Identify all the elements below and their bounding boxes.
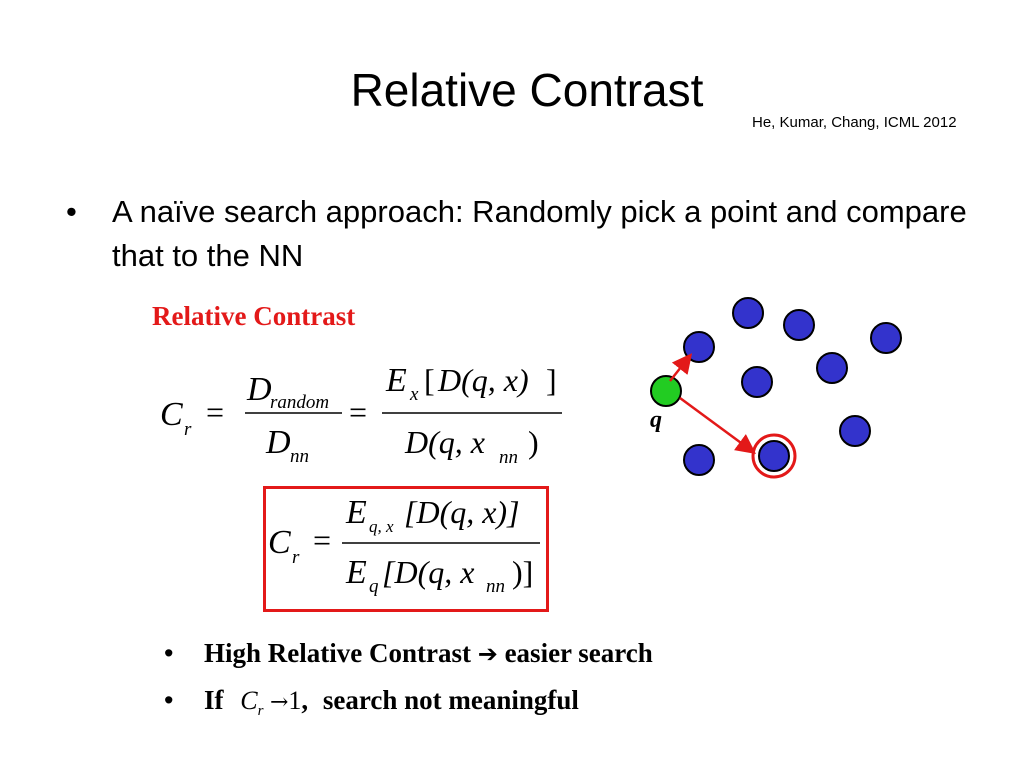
inline-arrow: →: [269, 690, 289, 715]
relative-contrast-label: Relative Contrast: [152, 301, 356, 331]
point-nn: [758, 440, 790, 472]
bullet-dot: •: [164, 685, 174, 715]
f1-dqx: D(q, x): [437, 362, 529, 398]
bullet-dot: •: [66, 194, 77, 229]
f2-top: [D(q, x)]: [404, 494, 520, 530]
f1-c-sub: r: [184, 419, 192, 440]
inline-formula: Cr →1: [240, 686, 302, 719]
inline-comma: ,: [301, 685, 309, 715]
sub-bullet-1: • High Relative Contrast ➔ easier search: [164, 638, 804, 672]
f1-lbr: [: [424, 362, 435, 398]
inline-one: 1: [288, 686, 302, 715]
f1-dqxnn-a: D(q, x: [404, 424, 485, 460]
slide-title: Relative Contrast: [350, 64, 704, 116]
sub-bullet-2-text-b: search not meaningful: [322, 685, 579, 715]
f1-d-top: D: [246, 371, 272, 408]
sub-bullet-1-text-b: easier search: [504, 638, 653, 668]
citation: He, Kumar, Chang, ICML 2012: [752, 114, 957, 131]
f1-dqxnn-nn: nn: [499, 447, 518, 468]
arrow-to-nn: [679, 396, 757, 454]
bullet-dot: •: [164, 638, 174, 668]
f1-random-sub: random: [270, 392, 329, 413]
nn-diagram: q: [650, 297, 902, 479]
nn-highlight-ring: [751, 433, 797, 479]
main-bullet: • A naïve search approach: Randomly pick…: [66, 190, 996, 280]
f1-eq2: =: [349, 394, 367, 430]
inline-r: r: [257, 703, 264, 720]
formula-2-box: [263, 486, 549, 612]
f1-e: E: [385, 362, 407, 399]
query-point: [650, 375, 682, 407]
inline-c: C: [240, 686, 258, 715]
sub-bullet-2: • If Cr →1, search not meaningful: [164, 685, 724, 725]
formula-2: C r = E q, x [D(q, x)] E q [D(q, x nn )]: [268, 494, 540, 597]
q-label: q: [650, 407, 662, 433]
point-8: [683, 444, 715, 476]
point-2: [783, 309, 815, 341]
sub-bullet-2-if: If: [204, 685, 224, 715]
point-7: [839, 415, 871, 447]
f1-eq1: =: [206, 394, 224, 430]
f1-d-bot: D: [265, 424, 291, 461]
f2-eq: =: [313, 522, 331, 558]
f2-c-sub: r: [292, 547, 300, 568]
f2-e-top: E: [345, 494, 367, 531]
point-1: [732, 297, 764, 329]
f2-sub-top: q, x: [369, 517, 394, 536]
arrow-to-random: [669, 353, 693, 382]
main-bullet-text: A naïve search approach: Randomly pick a…: [112, 194, 967, 273]
point-5: [816, 352, 848, 384]
f1-rbr: ]: [546, 362, 557, 398]
f2-e-bot: E: [345, 554, 367, 591]
f2-sub-bot: q: [369, 576, 379, 597]
f2-bot-nn: nn: [486, 576, 505, 597]
f2-bot-b: )]: [512, 554, 533, 590]
f1-c: C: [160, 396, 183, 433]
f2-bot-a: [D(q, x: [382, 554, 474, 590]
formula-1: C r = D random D nn = E x [ D(q, x) ] D(…: [160, 362, 562, 468]
f1-dqxnn-b: ): [528, 424, 539, 460]
f2-c: C: [268, 524, 291, 561]
f1-nn-sub: nn: [290, 446, 309, 467]
point-3: [870, 322, 902, 354]
f1-x-sub: x: [409, 384, 419, 405]
sub-bullet-1-text-a: High Relative Contrast: [204, 638, 471, 668]
point-6: [741, 366, 773, 398]
arrow-right-icon: ➔: [477, 640, 498, 668]
